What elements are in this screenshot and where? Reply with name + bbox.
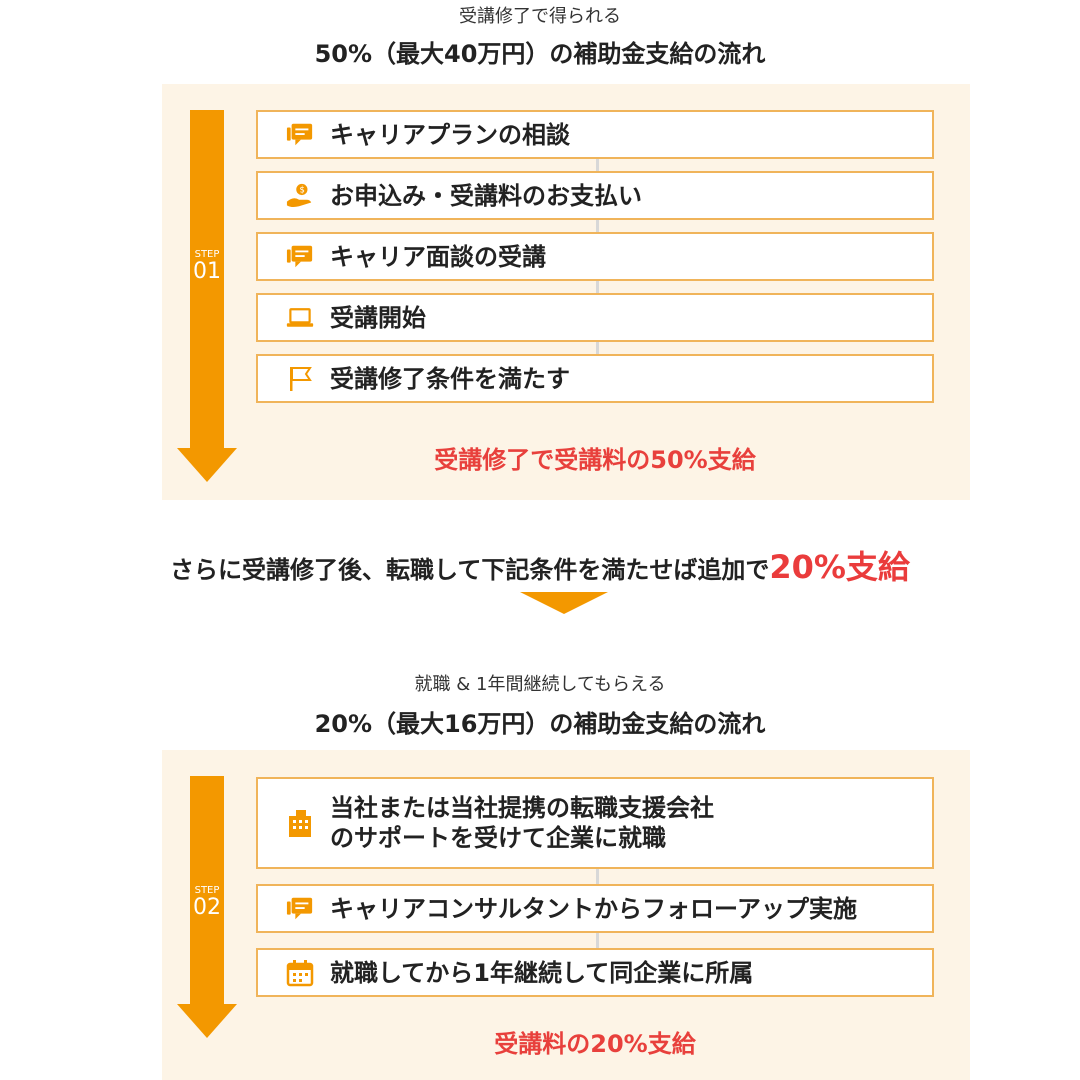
flow-step-apply-pay: $ お申込み・受講料のお支払い bbox=[256, 171, 934, 220]
flow-step-text: 受講開始 bbox=[330, 303, 426, 332]
flow-step-text-multiline: 当社または当社提携の転職支援会社 のサポートを受けて企業に就職 bbox=[330, 793, 714, 853]
section2-result: 受講料の20%支給 bbox=[494, 1030, 696, 1058]
step2-arrow-shaft bbox=[190, 776, 224, 1006]
connector bbox=[596, 341, 599, 357]
flow-step-text: 受講修了条件を満たす bbox=[330, 364, 570, 393]
chat-icon bbox=[286, 121, 314, 149]
building-icon bbox=[286, 809, 314, 837]
connector bbox=[596, 280, 599, 296]
chat-icon bbox=[286, 243, 314, 271]
step1-arrow-shaft bbox=[190, 110, 224, 450]
laptop-icon bbox=[286, 304, 314, 332]
additional-payment-note: さらに受講修了後、転職して下記条件を満たせば追加で20%支給 bbox=[0, 542, 1080, 588]
flow-step-text-line2: のサポートを受けて企業に就職 bbox=[330, 824, 666, 852]
step1-label-small: STEP bbox=[194, 249, 220, 260]
flow-step-text: キャリアプランの相談 bbox=[330, 120, 570, 149]
section1-result: 受講修了で受講料の50%支給 bbox=[434, 446, 756, 474]
section2-subtitle: 就職 & 1年間継続してもらえる bbox=[414, 674, 666, 695]
hand-coin-icon: $ bbox=[286, 182, 314, 210]
connector bbox=[596, 158, 599, 174]
section2-heading: 20%（最大16万円）の補助金支給の流れ bbox=[314, 710, 766, 738]
svg-text:$: $ bbox=[300, 184, 305, 194]
step2-label-number: 02 bbox=[193, 895, 221, 920]
section1-heading: 50%（最大40万円）の補助金支給の流れ bbox=[314, 40, 766, 68]
section1-subtitle: 受講修了で得られる bbox=[459, 6, 621, 27]
step1-arrow-head bbox=[177, 448, 237, 482]
flow-step-career-interview: キャリア面談の受講 bbox=[256, 232, 934, 281]
flow-step-career-plan: キャリアプランの相談 bbox=[256, 110, 934, 159]
connector bbox=[596, 932, 599, 950]
step2-label: STEP 02 bbox=[187, 886, 227, 920]
flow-step-course-start: 受講開始 bbox=[256, 293, 934, 342]
connector bbox=[596, 219, 599, 235]
flow-step-follow-up: キャリアコンサルタントからフォローアップ実施 bbox=[256, 884, 934, 933]
step1-label-number: 01 bbox=[193, 259, 221, 284]
down-triangle-icon bbox=[520, 592, 608, 614]
step1-label: STEP 01 bbox=[187, 250, 227, 284]
flow-step-text: キャリアコンサルタントからフォローアップ実施 bbox=[330, 894, 858, 923]
additional-payment-text: さらに受講修了後、転職して下記条件を満たせば追加で bbox=[170, 556, 770, 584]
connector bbox=[596, 868, 599, 886]
chat-icon bbox=[286, 895, 314, 923]
flow-step-text: 就職してから1年継続して同企業に所属 bbox=[330, 958, 754, 987]
flow-step-text: お申込み・受講料のお支払い bbox=[330, 181, 642, 210]
calendar-icon bbox=[286, 959, 314, 987]
flow-step-completion: 受講修了条件を満たす bbox=[256, 354, 934, 403]
flow-step-text-line1: 当社または当社提携の転職支援会社 bbox=[330, 794, 714, 822]
flag-icon bbox=[286, 365, 314, 393]
step2-arrow-head bbox=[177, 1004, 237, 1038]
flow-step-one-year: 就職してから1年継続して同企業に所属 bbox=[256, 948, 934, 997]
additional-payment-accent: 20%支給 bbox=[769, 548, 910, 586]
step2-label-small: STEP bbox=[194, 885, 220, 896]
flow-step-text: キャリア面談の受講 bbox=[330, 242, 546, 271]
flow-step-employment: 当社または当社提携の転職支援会社 のサポートを受けて企業に就職 bbox=[256, 777, 934, 869]
